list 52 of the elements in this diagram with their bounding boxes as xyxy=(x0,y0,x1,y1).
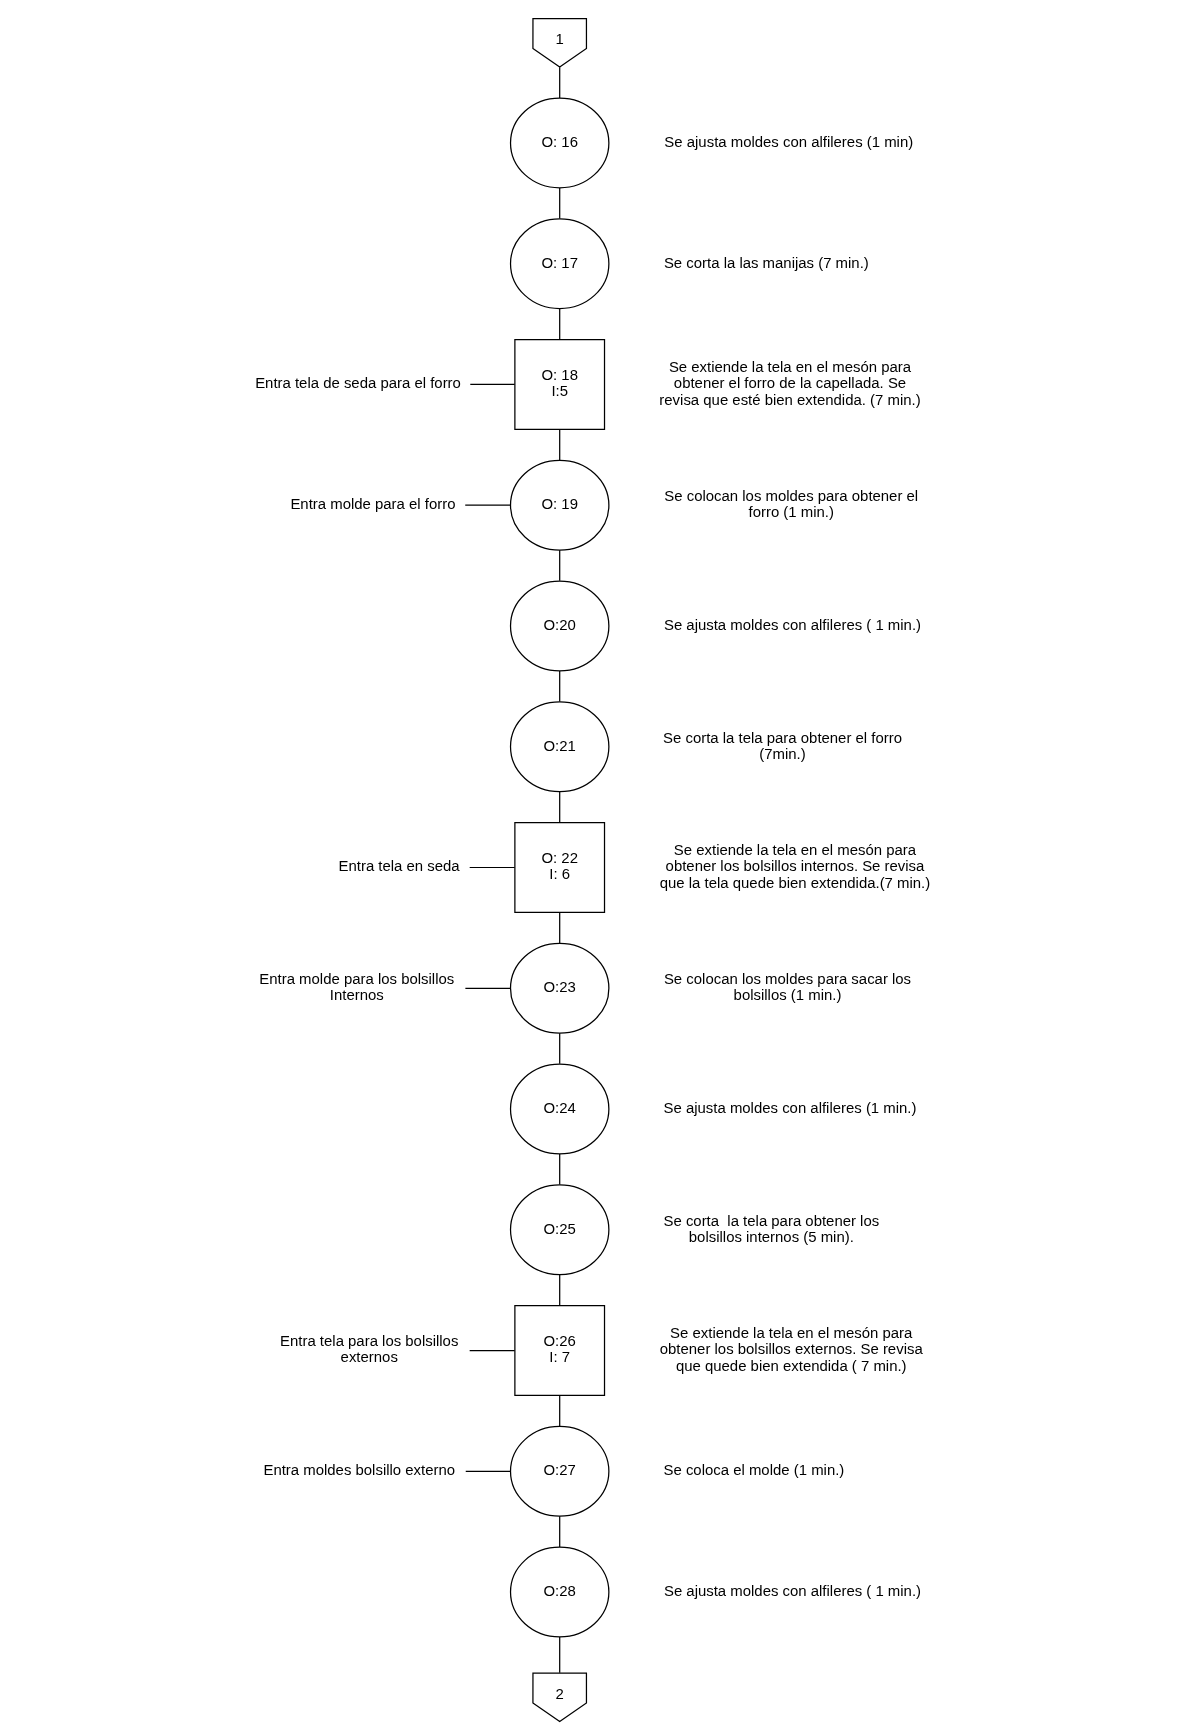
node-label: Se ajusta moldes con alfileres ( 1 min.) xyxy=(663,615,921,633)
node-text: Entra moldes bolsillo externo xyxy=(262,1461,455,1479)
connector xyxy=(558,549,560,582)
node-circle: O:23 xyxy=(509,942,609,1034)
connector xyxy=(464,504,511,506)
node-label: Se corta la las manijas (7 min.) xyxy=(663,253,869,271)
connector xyxy=(464,987,511,989)
node-circle: O:20 xyxy=(509,580,609,672)
connector xyxy=(558,670,560,703)
connector xyxy=(468,1349,515,1352)
node-text: Entra tela de seda para el forro xyxy=(254,374,461,392)
connector xyxy=(558,1636,560,1674)
node-circle: O: 16 xyxy=(509,97,609,189)
node-label: Se corta la tela para obtener los bolsillos internos (5 min). xyxy=(663,1211,879,1245)
node-circle: O:27 xyxy=(509,1425,609,1517)
node-label: Se ajusta moldes con alfileres (1 min.) xyxy=(663,1098,916,1116)
node-circle: O:24 xyxy=(509,1063,609,1155)
connector xyxy=(464,1470,511,1472)
node-text: Entra molde para los bolsillos Internos xyxy=(258,970,454,1004)
node-circle: O:25 xyxy=(509,1184,609,1276)
connector xyxy=(558,308,560,340)
node-circle: O: 19 xyxy=(509,459,609,551)
connector xyxy=(469,383,515,386)
node-label: Se colocan los moldes para obtener el forro (1 min.) xyxy=(663,487,918,521)
connector xyxy=(558,911,560,944)
node-label: Se ajusta moldes con alfileres ( 1 min.) xyxy=(663,1581,921,1599)
node-label: Se extiende la tela en el mesón para obtener el forro de la capellada. Se revisa que esté bien extendida. (7 min.) xyxy=(658,358,921,408)
node-label: Se colocan los moldes para sacar los bolsillos (1 min.) xyxy=(663,970,911,1004)
connector xyxy=(558,1515,560,1548)
node-box: O:26 I: 7 xyxy=(513,1305,605,1396)
connector xyxy=(468,866,515,869)
connector xyxy=(558,1153,560,1186)
node-circle: O:28 xyxy=(509,1546,609,1638)
connector xyxy=(558,187,560,220)
connector xyxy=(558,428,560,461)
node-text: Entra tela en seda xyxy=(338,857,460,875)
node-circle: O:21 xyxy=(509,701,609,793)
connector xyxy=(558,1032,560,1065)
node-circle: O: 17 xyxy=(509,218,609,310)
connector xyxy=(558,1394,560,1427)
node-label: Se extiende la tela en el mesón para obtener los bolsillos internos. Se revisa que la tela quede bien extendida.(7 min.) xyxy=(659,841,930,891)
node-text: Entra tela para los bolsillos externos xyxy=(279,1332,458,1366)
connector xyxy=(558,791,560,823)
node-box: O: 22 I: 6 xyxy=(513,822,605,913)
connector xyxy=(558,66,560,99)
node-box: O: 18 I:5 xyxy=(513,339,605,430)
node-label: Se extiende la tela en el mesón para obtener los bolsillos externos. Se revisa que quede bien extendida ( 7 min.) xyxy=(659,1324,923,1374)
node-label: Se coloca el molde (1 min.) xyxy=(663,1461,844,1479)
node-text: Entra molde para el forro xyxy=(289,495,455,513)
node-label: Se corta la tela para obtener el forro (7min.) xyxy=(662,728,902,762)
connector xyxy=(558,1274,560,1306)
node-label: Se ajusta moldes con alfileres (1 min) xyxy=(663,132,913,150)
